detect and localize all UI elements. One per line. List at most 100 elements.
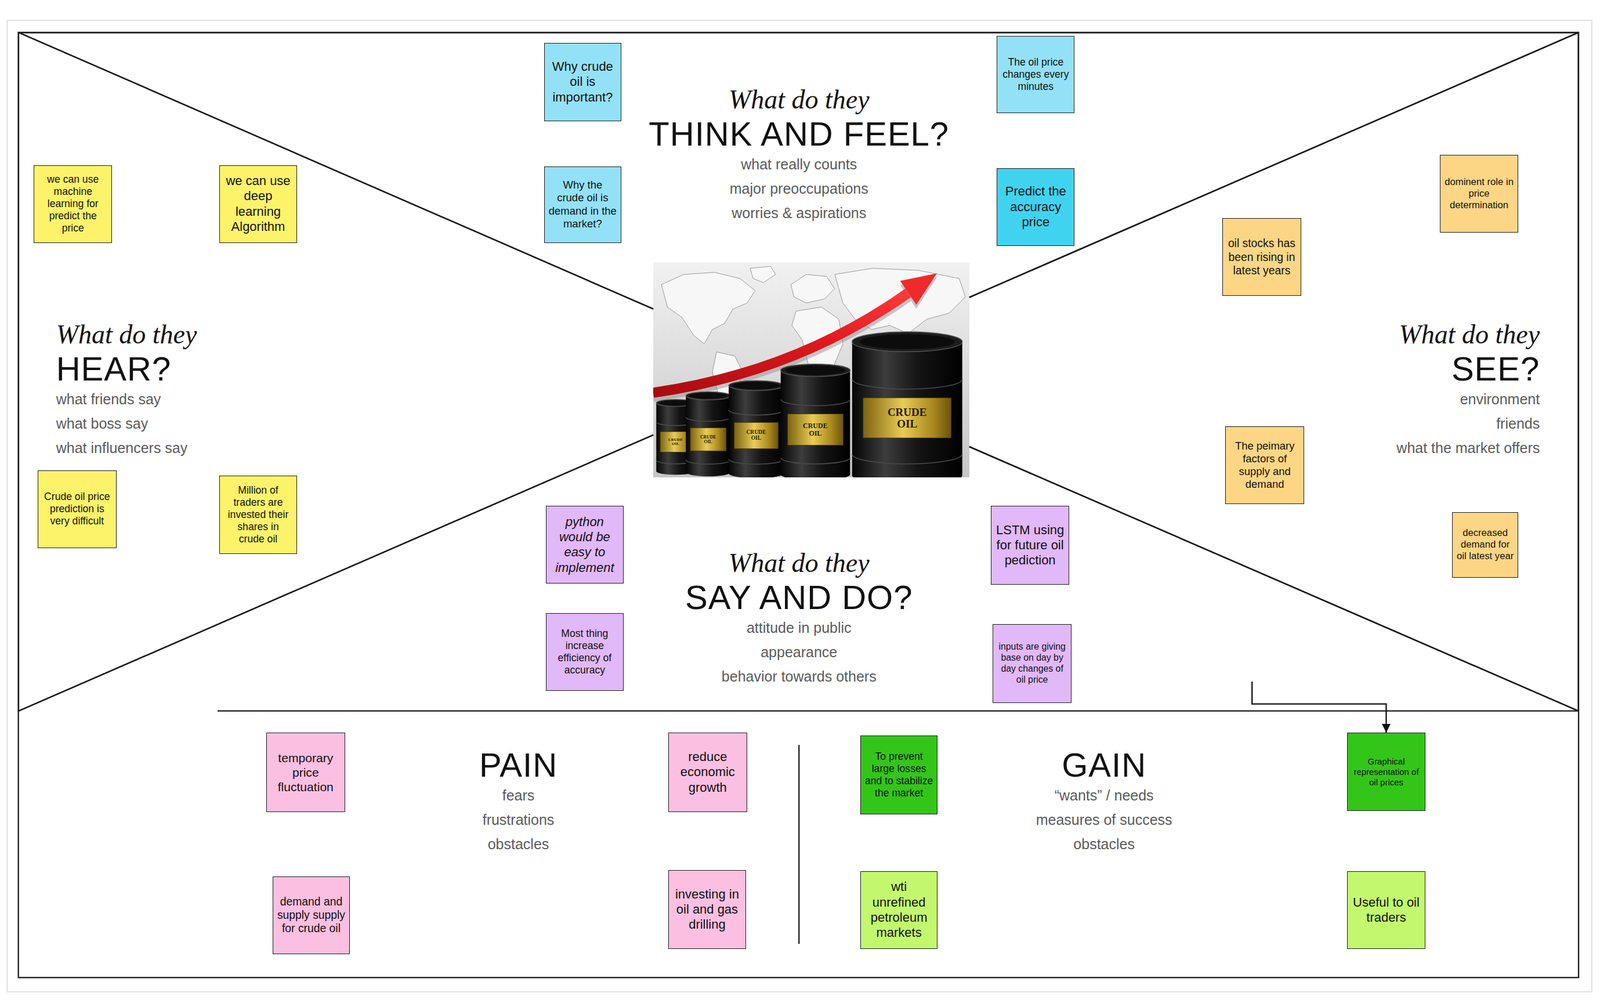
quadrant-line (18, 32, 1579, 310)
pain-gain-divider (798, 744, 800, 944)
oil-barrel (780, 364, 851, 478)
heading-title: THINK AND FEEL? (648, 116, 950, 152)
heading-title: GAIN (1036, 747, 1173, 784)
barrel-label-box: CRUDE OIL (787, 414, 844, 446)
note-text: reduce economic growth (672, 749, 742, 796)
barrel-label-plate (787, 414, 844, 446)
connector-arrow (1251, 681, 1386, 733)
barrel-ridge (685, 417, 731, 422)
heading-script: What do they (1396, 318, 1540, 351)
note-text: The peimary factors of supply and demand (1229, 439, 1299, 492)
sticky-note: wti unrefined petroleum markets (860, 871, 939, 950)
sticky-note: Why the crude oil is demand in the marke… (544, 166, 622, 244)
sticky-note: To prevent large losses and to stabilize… (860, 735, 939, 814)
barrel-ridge (780, 399, 851, 407)
sticky-note: Crude oil price prediction is very diffi… (37, 470, 117, 549)
sticky-note: decreased demand for oil latest year (1452, 512, 1519, 578)
heading-title: SAY AND DO? (685, 579, 913, 616)
barrel-ridge (852, 454, 963, 465)
heading-subtitle: obstacles (1036, 831, 1173, 857)
heading-title: SEE? (1396, 350, 1540, 387)
heading-block: GAIN“wants” / needsmeasures of successob… (1036, 747, 1173, 857)
barrel-label: CRUDE OIL (700, 435, 716, 445)
barrel-label-box: CRUDE OIL (733, 422, 778, 449)
note-text: Why crude oil is important? (548, 59, 618, 106)
sticky-note: python would be easy to implement (545, 505, 624, 584)
barrel-ridge (780, 457, 851, 465)
continent (661, 272, 756, 345)
heading-subtitle: worries & aspirations (648, 200, 950, 226)
heading-subtitle: what really counts (648, 151, 950, 177)
sticky-note: Graphical representation of oil prices (1347, 732, 1426, 812)
barrel-lid (728, 380, 784, 391)
heading-subtitle: what influencers say (56, 435, 198, 461)
sticky-note: The peimary factors of supply and demand (1225, 426, 1304, 505)
quadrant-outline (18, 32, 799, 712)
arrow-head (900, 273, 937, 305)
crude-oil-illustration (653, 262, 970, 478)
barrel-lid (852, 331, 963, 352)
heading-subtitle: environment (1396, 386, 1540, 412)
heading-block: What do theyHEAR?what friends saywhat bo… (56, 318, 198, 461)
sticky-note: LSTM using for future oil pediction (990, 505, 1070, 585)
barrel-ridge (852, 379, 963, 390)
pain-gain-panel: GAIN“wants” / needsmeasures of successob… (798, 711, 1579, 978)
empathy-quadrant: What do theyHEAR?what friends saywhat bo… (18, 32, 799, 712)
barrel-body (852, 341, 963, 478)
quadrant-outline (18, 371, 1579, 712)
barrels (656, 331, 962, 478)
barrel-body (780, 370, 851, 478)
oil-barrel (852, 331, 963, 478)
note-text: LSTM using for future oil pediction (995, 522, 1065, 569)
barrel-lid (780, 364, 851, 378)
barrel-label-box: CRUDE OIL (863, 397, 952, 438)
quadrant-line (969, 32, 1579, 712)
barrel-ridge (685, 460, 731, 465)
note-text: To prevent large losses and to stabilize… (864, 750, 934, 800)
sticky-note: investing in oil and gas drilling (668, 870, 747, 949)
heading-title: HEAR? (56, 350, 198, 387)
sticky-note: temporary price fluctuation (266, 732, 345, 813)
barrel-ridge (728, 459, 784, 465)
quadrant-outline (18, 32, 1579, 372)
barrel-lid-inner (689, 392, 729, 399)
sticky-note: The oil price changes every minutes (996, 35, 1075, 114)
sticky-note: we can use deep learning Algorithm (219, 165, 298, 244)
note-text: inputs are giving base on day by day cha… (997, 641, 1067, 686)
note-text: Why the crude oil is demand in the marke… (548, 178, 618, 231)
oil-barrel (728, 380, 784, 478)
heading-block: What do theyTHINK AND FEEL?what really c… (648, 83, 950, 226)
note-text: decreased demand for oil latest year (1456, 527, 1514, 563)
note-text: oil stocks has been rising in latest yea… (1226, 236, 1297, 278)
quadrant-line (18, 32, 654, 712)
map-border (18, 32, 1579, 978)
heading-subtitle: fears (479, 783, 558, 808)
heading-block: What do theySEE?environmentfriendswhat t… (1396, 318, 1540, 461)
heading-block: What do theySAY AND DO?attitude in publi… (685, 547, 913, 689)
barrel-label-plate (863, 397, 952, 438)
heading-subtitle: behavior towards others (685, 664, 913, 689)
sticky-note: Why crude oil is important? (544, 42, 622, 122)
sticky-note: Useful to oil traders (1347, 871, 1426, 950)
continent (750, 266, 776, 283)
barrel-label: CRUDE OIL (887, 406, 928, 430)
note-text: dominent role in price determination (1444, 176, 1514, 212)
heading-subtitle: what friends say (56, 386, 198, 412)
heading-title: PAIN (479, 747, 558, 784)
note-text: The oil price changes every minutes (1001, 56, 1070, 93)
outer-border (6, 20, 1592, 993)
heading-subtitle: measures of success (1036, 807, 1173, 832)
heading-script: What do they (648, 83, 950, 117)
barrel-ridge (728, 410, 784, 416)
barrel-label-plate (690, 428, 727, 452)
note-text: temporary price fluctuation (270, 750, 340, 795)
heading-subtitle: friends (1396, 411, 1540, 436)
empathy-quadrant: What do theyTHINK AND FEEL?what really c… (18, 32, 1579, 372)
heading-subtitle: major preoccupations (648, 176, 950, 201)
sticky-note: demand and supply supply for crude oil (272, 876, 351, 955)
note-text: Million of traders are invested their sh… (223, 484, 293, 546)
